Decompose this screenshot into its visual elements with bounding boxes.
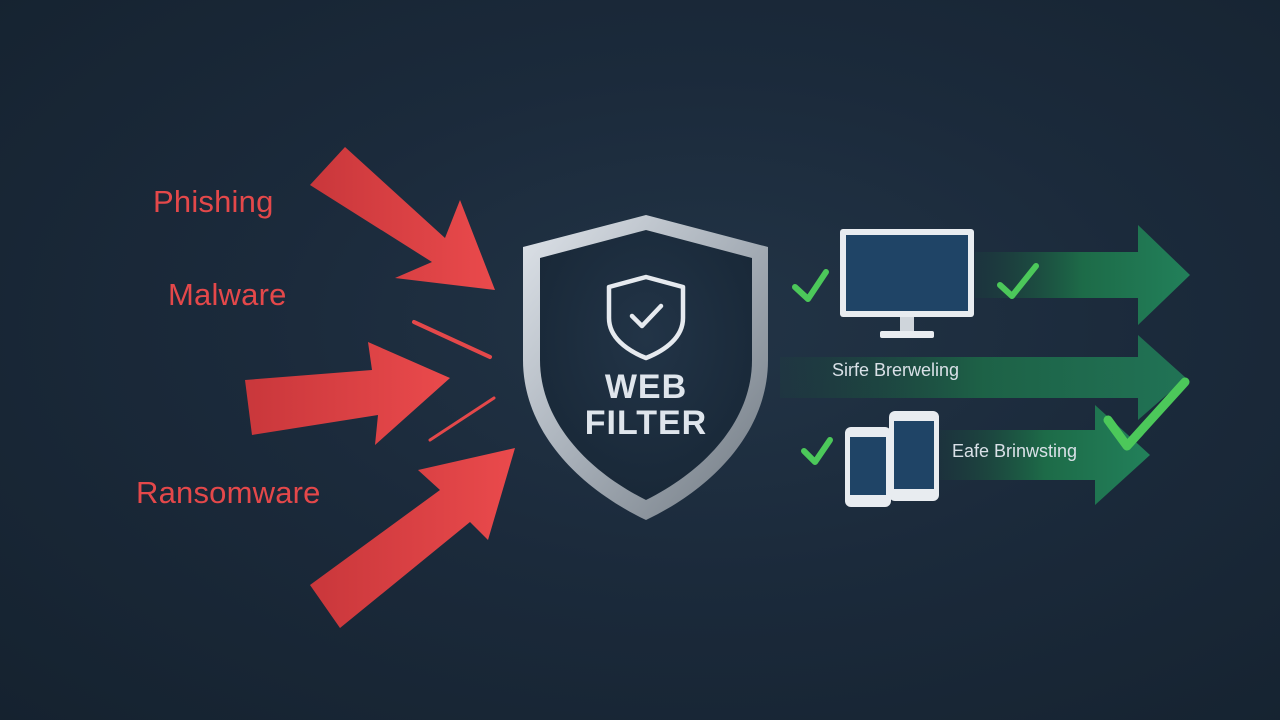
desktop-safe-label: Sirfe Brerweling: [832, 360, 960, 380]
monitor-icon: [840, 229, 974, 338]
smartphone-icon: [845, 411, 939, 507]
threat-arrow-middle: [245, 342, 450, 445]
safe-arrow-middle: [780, 335, 1186, 420]
web-filter-shield: [523, 215, 768, 520]
shield-title-line2: FILTER: [584, 404, 708, 442]
check-icon: [792, 269, 829, 302]
mobile-safe-label: Eafe Brinwsting: [952, 441, 1078, 461]
threat-label-ransomware: Ransomware: [136, 475, 321, 510]
threat-label-phishing: Phishing: [153, 184, 274, 219]
check-icon: [997, 263, 1039, 299]
shield-title-line1: WEB: [604, 368, 688, 406]
shield-check-icon: [606, 274, 686, 361]
threat-streaks: [412, 320, 496, 442]
threat-label-malware: Malware: [168, 277, 287, 312]
safe-arrow-bottom: [940, 405, 1150, 505]
safe-arrow-top: [975, 225, 1190, 325]
check-icon: [1103, 377, 1190, 451]
threat-arrow-top: [310, 147, 495, 290]
check-icon: [801, 437, 833, 465]
threat-arrow-bottom: [310, 448, 515, 628]
